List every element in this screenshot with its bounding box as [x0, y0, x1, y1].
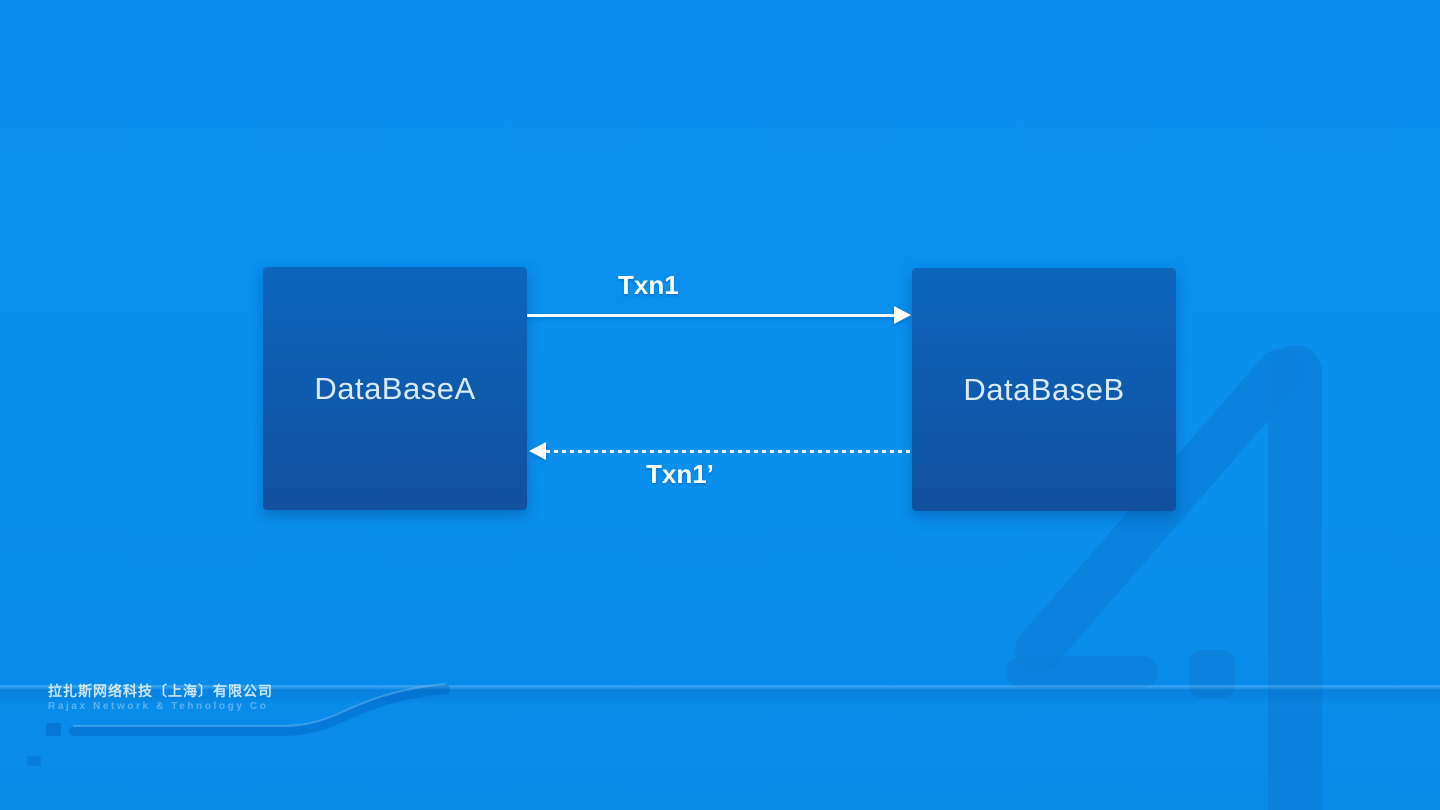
- company-name-cn: 拉扎斯网络科技〔上海〕有限公司: [48, 683, 273, 699]
- divider-line: [0, 685, 1440, 705]
- edge-txn1-label: Txn1: [618, 270, 679, 300]
- node-databasea: DataBaseA: [263, 267, 527, 510]
- node-databaseb: DataBaseB: [912, 268, 1176, 511]
- node-databasea-label: DataBaseA: [314, 370, 476, 406]
- footer-decoration: [27, 683, 450, 766]
- edge-txn1-prime-line: [546, 450, 912, 453]
- company-name-en: Rajax Network & Tehnology Co: [48, 701, 269, 712]
- company-logo: 拉扎斯网络科技〔上海〕有限公司 Rajax Network & Tehnolog…: [48, 684, 273, 713]
- edge-txn1-prime-label: Txn1’: [646, 459, 714, 489]
- arrowhead-left-icon: [529, 442, 546, 460]
- node-databaseb-label: DataBaseB: [963, 371, 1125, 407]
- arrowhead-right-icon: [894, 306, 911, 324]
- watermark-4-glyph: [1006, 345, 1322, 810]
- edge-txn1-line: [527, 314, 896, 317]
